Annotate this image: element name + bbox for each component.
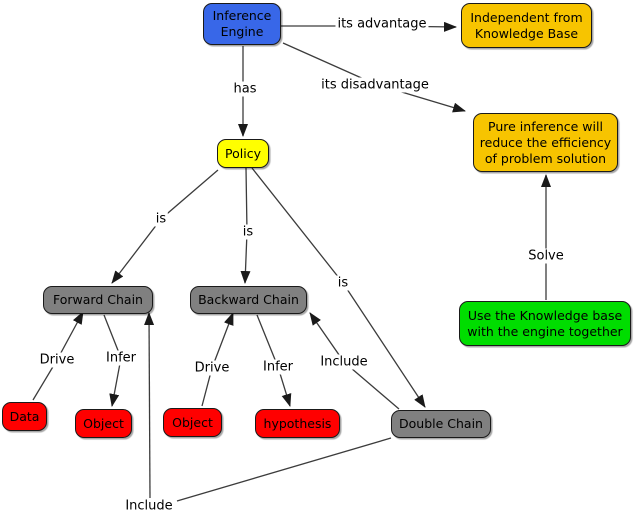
node-double-chain[interactable]: Double Chain <box>391 410 491 438</box>
edge-label-infer-forward[interactable]: Infer <box>104 350 138 366</box>
node-pure-inference[interactable]: Pure inference will reduce the efficienc… <box>473 113 618 172</box>
node-object-forward[interactable]: Object <box>75 409 132 438</box>
edge-label-drive-forward[interactable]: Drive <box>37 352 77 368</box>
node-label: Double Chain <box>399 416 483 431</box>
edge-line-include-vertical <box>144 312 155 499</box>
edge-label-has[interactable]: has <box>231 81 259 97</box>
node-label: Use the Knowledge base with the engine t… <box>467 307 623 339</box>
node-label: Object <box>83 415 124 431</box>
node-label: Forward Chain <box>53 292 143 307</box>
edge-label-its-advantage[interactable]: its advantage <box>335 16 429 32</box>
node-object-backward[interactable]: Object <box>163 408 222 437</box>
node-inference-engine[interactable]: Inference Engine <box>203 3 281 45</box>
edge-label-include-backward[interactable]: Include <box>318 354 370 370</box>
node-use-knowledge-base[interactable]: Use the Knowledge base with the engine t… <box>459 301 631 346</box>
edge-label-infer-backward[interactable]: Infer <box>261 359 295 375</box>
node-label: Object <box>172 414 213 430</box>
node-label: Data <box>9 408 40 424</box>
edge-label-solve[interactable]: Solve <box>526 248 566 264</box>
edge-label-is-double[interactable]: is <box>335 275 351 291</box>
node-policy[interactable]: Policy <box>217 139 269 168</box>
edge-label-include-forward[interactable]: Include <box>123 498 175 514</box>
edge-line-is-forward <box>111 169 219 284</box>
edge-label-its-disadvantage[interactable]: its disadvantage <box>319 77 431 93</box>
node-independent-from-knowledge-base[interactable]: Independent from Knowledge Base <box>461 3 592 48</box>
node-label: Inference Engine <box>212 8 272 39</box>
node-forward-chain[interactable]: Forward Chain <box>43 286 153 314</box>
edge-label-is-forward[interactable]: is <box>153 211 169 227</box>
node-label: Independent from Knowledge Base <box>470 9 583 41</box>
edge-label-drive-backward[interactable]: Drive <box>192 360 232 376</box>
edge-line-drive-backward <box>201 312 234 407</box>
node-label: Policy <box>225 145 261 161</box>
node-hypothesis[interactable]: hypothesis <box>255 409 340 438</box>
node-label: Backward Chain <box>198 292 299 307</box>
edge-label-is-backward[interactable]: is <box>240 224 256 240</box>
edge-line-include-diagonal <box>176 437 392 502</box>
node-data[interactable]: Data <box>2 402 47 431</box>
node-backward-chain[interactable]: Backward Chain <box>190 286 307 314</box>
node-label: Pure inference will reduce the efficienc… <box>479 118 612 166</box>
node-label: hypothesis <box>263 415 332 431</box>
